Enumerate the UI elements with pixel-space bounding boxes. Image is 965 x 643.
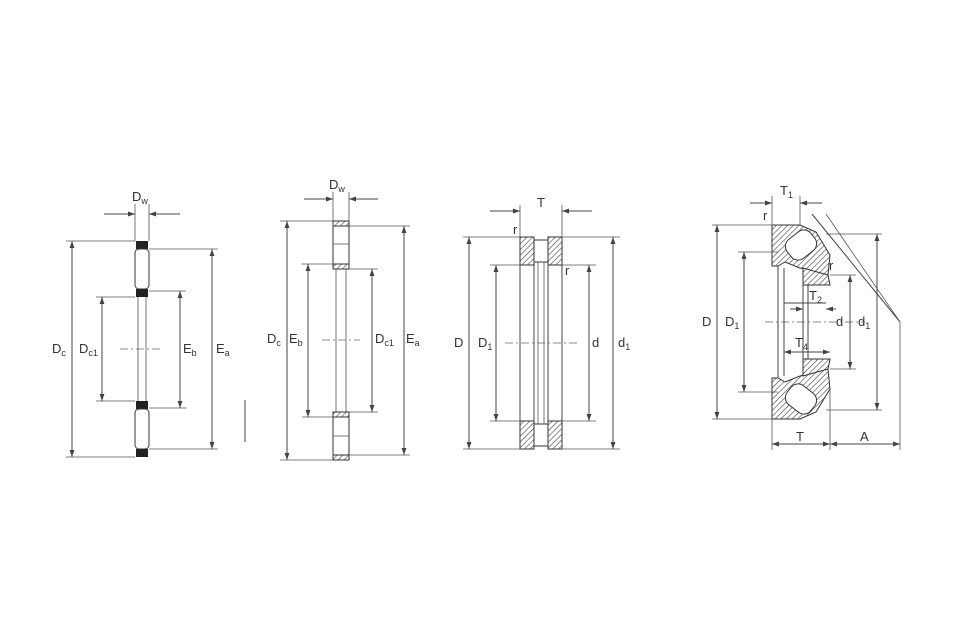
dim-d1-label: D1 — [478, 335, 492, 352]
dim-t-label-2: T — [796, 429, 804, 444]
drawing-spherical-roller-bearing: T1 r r D D1 T2 d d1 T4 — [702, 183, 901, 450]
drawing-roller-cage: Dw Dc Eb Dc1 Ea — [267, 177, 420, 461]
dim-dw-label: Dw — [132, 189, 148, 206]
drawing-cylindrical-roller-bearing: T r r D D1 d d1 — [454, 195, 630, 450]
dim-dc1-label-2: Dc1 — [375, 331, 394, 348]
dim-t-label: T — [537, 195, 545, 210]
dim-dw-label-2: Dw — [329, 177, 345, 194]
dim-d-bore-label-2: d — [836, 314, 843, 329]
dim-d1-label-2: D1 — [725, 314, 739, 331]
drawing-needle-cage: Dw Dc Dc1 Eb Ea — [52, 189, 246, 458]
dim-eb-label: Eb — [183, 341, 197, 358]
radius-r-top-label: r — [513, 222, 518, 237]
radius-r-top-label-2: r — [763, 208, 768, 223]
dim-d-outer-label: D — [454, 335, 463, 350]
dim-a-label: A — [860, 429, 869, 444]
dim-ea-label-2: Ea — [406, 331, 420, 348]
dim-t4-label: T4 — [795, 335, 808, 352]
dim-d-bore-label: d — [592, 335, 599, 350]
dim-dc-label: Dc — [52, 341, 66, 358]
dim-t1-label: T1 — [780, 183, 793, 200]
radius-r-inner-label-2: r — [829, 258, 834, 273]
dim-dc-label-2: Dc — [267, 331, 281, 348]
dim-eb-label-2: Eb — [289, 331, 303, 348]
dim-d1-shaft-label: d1 — [618, 335, 630, 352]
dim-d1-shaft-label-2: d1 — [858, 314, 870, 331]
dim-t2-label: T2 — [809, 288, 822, 305]
dim-ea-label: Ea — [216, 341, 230, 358]
radius-r-inner-label: r — [565, 263, 570, 278]
dim-d-outer-label-2: D — [702, 314, 711, 329]
dim-dc1-label: Dc1 — [79, 341, 98, 358]
